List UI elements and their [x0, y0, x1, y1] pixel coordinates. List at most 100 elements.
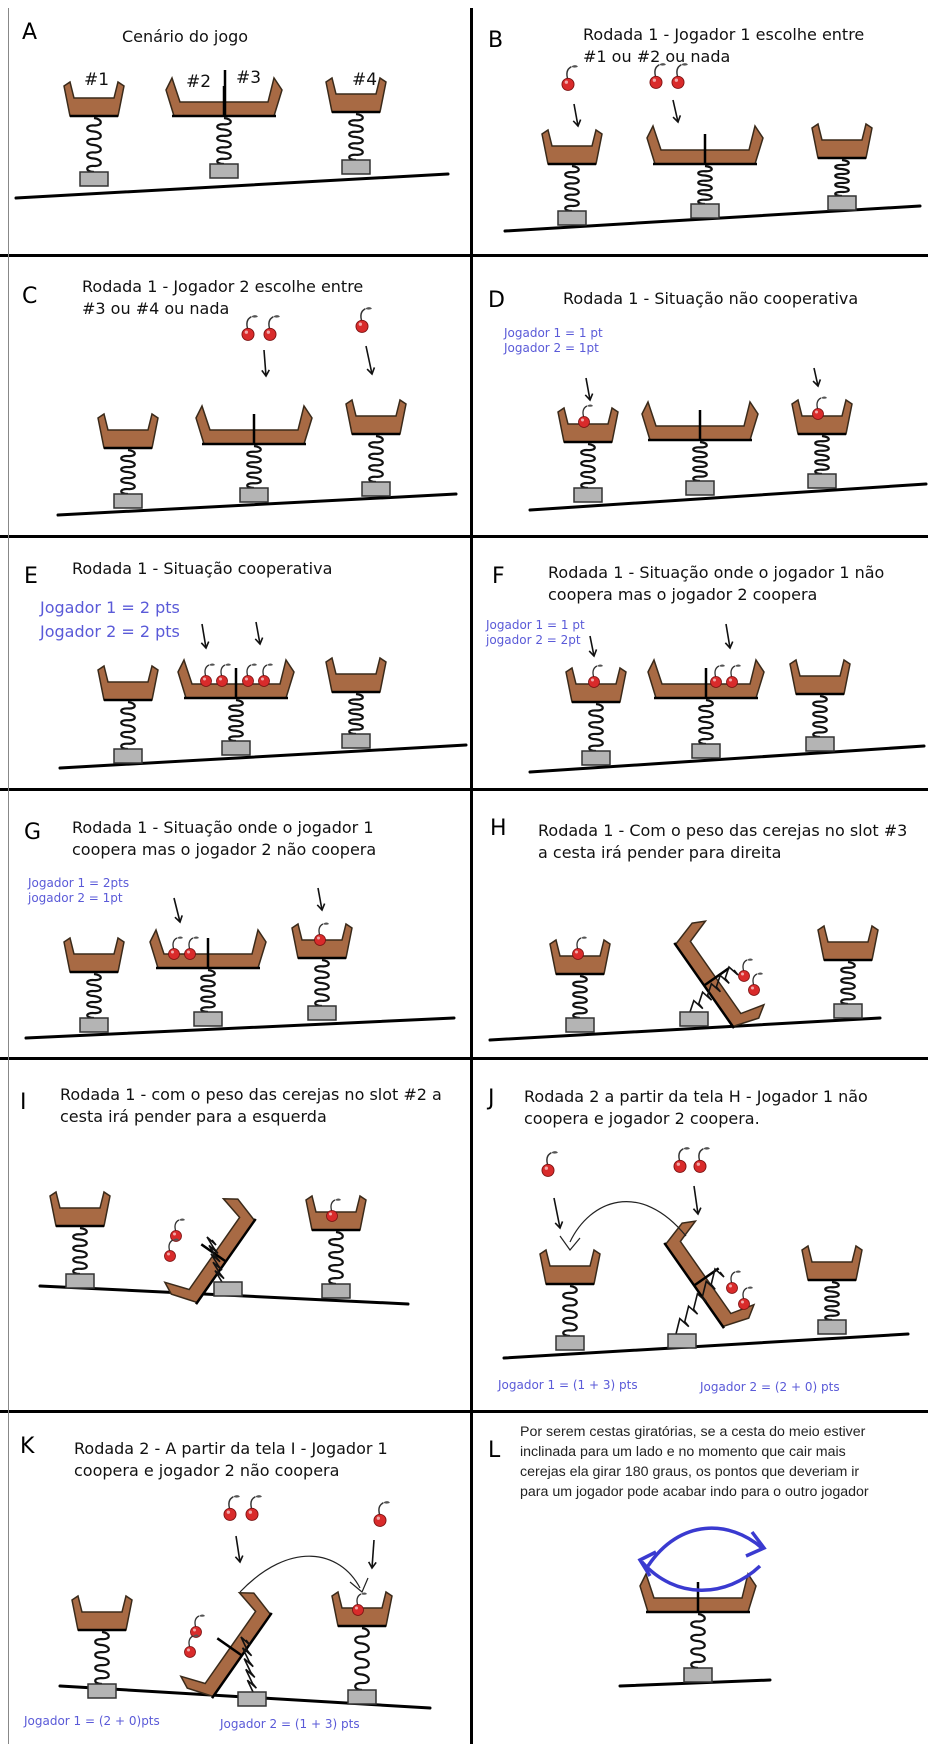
tower-slot-4 — [325, 76, 387, 175]
big-basket — [647, 658, 765, 700]
panel-title-a: Cenário do jogo — [122, 27, 249, 46]
panel-label-h: H — [490, 816, 507, 841]
base-block — [805, 736, 835, 752]
panel-label-g: G — [24, 820, 42, 845]
drop-arrow — [261, 349, 270, 378]
spring — [692, 440, 708, 483]
rotation-arc — [569, 1201, 687, 1243]
cherry-icon — [726, 1270, 741, 1294]
tower-slot-4 — [325, 656, 387, 749]
cherry-icon — [812, 396, 827, 420]
cherry-icon — [184, 1634, 199, 1658]
base-block — [221, 740, 251, 756]
cherry-icon — [355, 307, 372, 333]
cherry-icon — [726, 664, 741, 688]
spring — [86, 116, 102, 174]
drop-arrow — [365, 345, 376, 376]
base-block — [65, 1273, 95, 1289]
cherry-icon — [326, 1198, 341, 1222]
big-basket — [641, 400, 759, 442]
panel-title-g: Rodada 1 - Situação onde o jogador 1 coo… — [72, 818, 377, 859]
bent-spring — [675, 1267, 725, 1335]
base-block — [555, 1335, 585, 1351]
base-block — [193, 1011, 223, 1027]
base-block — [341, 733, 371, 749]
tower-slot-1 — [539, 1248, 601, 1351]
base-block — [307, 1005, 337, 1021]
base-block — [817, 1319, 847, 1335]
small-basket — [325, 656, 387, 694]
panel-label-c: C — [22, 284, 38, 309]
spring — [216, 116, 232, 166]
drop-arrow — [584, 377, 594, 402]
score-d: Jogador 1 = 1 pt Jogador 2 = 1pt — [504, 326, 603, 355]
spring — [834, 158, 850, 198]
spring — [354, 1626, 370, 1692]
spring — [580, 442, 596, 490]
tower-slot-4 — [801, 1244, 863, 1335]
cherry-icon — [693, 1147, 710, 1173]
spring — [348, 692, 364, 736]
ground-line — [24, 1016, 456, 1040]
tower-slot-2-3 — [195, 404, 313, 503]
base-block — [679, 1011, 709, 1027]
small-basket — [71, 1594, 133, 1632]
base-block — [827, 195, 857, 211]
score-j-player1: Jogador 1 = (1 + 3) pts — [498, 1378, 638, 1392]
tower-slot-4 — [305, 1194, 367, 1299]
small-basket — [97, 664, 159, 702]
base-block — [691, 743, 721, 759]
base-block — [341, 159, 371, 175]
base-block — [833, 1003, 863, 1019]
drop-arrow — [316, 887, 326, 912]
ground-line — [618, 1678, 772, 1688]
rotation-arrow-head — [745, 1530, 767, 1558]
drop-arrow — [812, 367, 822, 388]
cherry-icon — [373, 1501, 390, 1527]
tower-slot-2-3 — [149, 928, 267, 1027]
cherry-icon — [561, 65, 578, 91]
drop-arrow — [672, 99, 682, 124]
small-basket — [63, 936, 125, 974]
big-basket — [177, 658, 295, 700]
spring — [562, 1284, 578, 1338]
slot-2-label: #2 — [186, 72, 212, 92]
spring — [840, 960, 856, 1006]
panel-title-d: Rodada 1 - Situação não cooperativa — [563, 289, 859, 308]
base-block — [581, 750, 611, 766]
cherry-icon — [710, 664, 725, 688]
base-block — [347, 1689, 377, 1705]
tower-slot-1 — [97, 664, 159, 764]
small-basket — [345, 398, 407, 436]
spring — [572, 974, 588, 1020]
drop-arrow — [367, 1539, 377, 1570]
row-divider — [0, 254, 928, 257]
rotation-arrow-bottom — [640, 1560, 762, 1592]
base-block — [565, 1017, 595, 1033]
row-divider — [0, 1057, 928, 1060]
base-block — [685, 480, 715, 496]
big-basket — [195, 404, 313, 446]
tower-slot-2-3 — [177, 658, 295, 756]
tower-slot-4 — [345, 398, 407, 497]
cherry-icon — [200, 663, 215, 687]
base-block — [690, 203, 720, 219]
small-basket — [49, 1190, 111, 1228]
drop-arrow — [724, 623, 734, 650]
cherry-icon — [314, 922, 329, 946]
drop-arrow — [588, 635, 598, 658]
drop-arrow — [553, 1197, 564, 1230]
spring — [824, 1280, 840, 1322]
spring — [698, 698, 714, 746]
cherry-icon — [184, 936, 199, 960]
ground-line — [56, 492, 458, 517]
small-basket — [541, 128, 603, 166]
panel-label-b: B — [488, 28, 504, 53]
score-g: Jogador 1 = 2pts jogador 2 = 1pt — [28, 876, 130, 905]
panel-label-k: K — [20, 1434, 35, 1459]
rotation-arc-head — [559, 1235, 581, 1251]
rotation-arrow-top — [646, 1526, 764, 1567]
cherry-icon — [649, 63, 666, 89]
tower-slot-4 — [817, 924, 879, 1019]
ground-line — [58, 743, 468, 770]
